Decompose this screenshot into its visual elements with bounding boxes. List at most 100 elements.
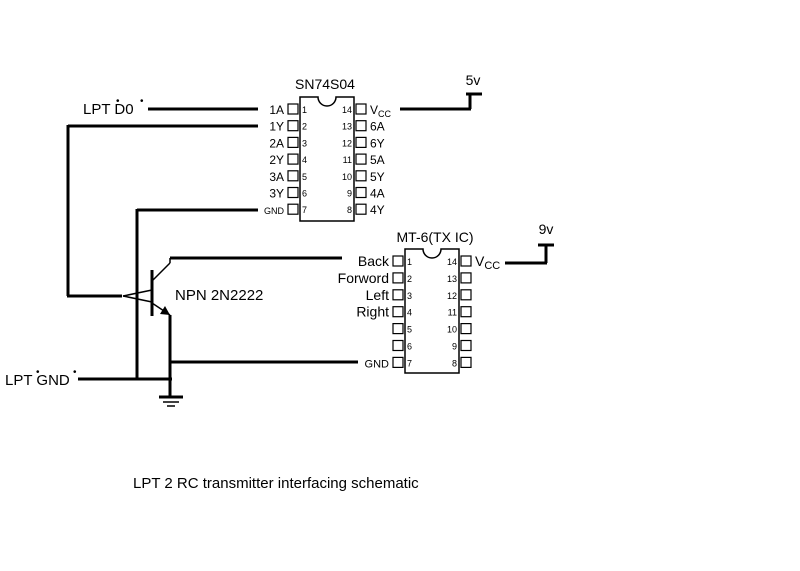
ic1-pin-14-box [355,103,367,115]
lpt-gnd-label: LPT GND [5,372,70,389]
ic1-pin-12-box [355,136,367,148]
ic2-pin-num: 2 [407,274,412,284]
ic1-pin-num: 14 [342,105,352,115]
ic2-pin-num: 1 [407,257,412,267]
lpt-d0: LPT D0 • • [83,96,258,118]
ic1-pin-4-box [287,153,299,165]
ic1-pin-3-box [287,136,299,148]
ic2-pin-5-box [392,323,404,335]
supply-5v: 5v [400,72,482,111]
ic2-pin-num: 9 [452,342,457,352]
supply-5v-label: 5v [466,72,481,88]
lpt-gnd-dot-2: • [73,367,77,378]
ic2-pin-12-box [460,289,472,301]
ic1-pin-label: 6Y [370,136,385,150]
ic1-pin-label: VCC [370,103,392,119]
ic2-pin-9-box [460,339,472,352]
ic2-pin-num: 13 [447,274,457,284]
ic2-pin-13-box [460,272,472,284]
ic1-pin-num: 12 [342,138,352,148]
transistor-label: NPN 2N2222 [175,287,263,304]
ic1-pin-5-box [287,170,299,182]
ic2-pin-label: VCC [475,253,500,272]
ic1-pin-num: 1 [302,105,307,115]
ic1-pin-label: 1A [269,103,284,117]
ic1-pin-11-box [355,153,367,165]
ic2-left-pins: 1 Back 2 Forword 3 Left 4 Right 5 6 7 GND [338,253,412,370]
wiring [66,124,358,396]
ic1-pin-num: 9 [347,189,352,199]
ic2-pin-11-box [460,306,472,318]
ic2-pin-num: 7 [407,358,412,368]
ic2-right-pins: 14 VCC 13 12 11 10 9 8 [447,253,500,368]
ic2-pin-3-box [392,289,404,301]
ic1-pin-1-box [287,103,299,115]
ic1-pin-9-box [355,186,367,199]
ic1-pin-num: 10 [342,172,352,182]
caption: LPT 2 RC transmitter interfacing schemat… [133,475,419,492]
ic2-pin-label: Back [358,253,390,269]
ic1-pin-6-box [287,186,299,199]
ic1-pin-num: 11 [343,155,352,165]
ic1-pin-num: 13 [342,122,352,132]
ic2-pin-label: Forword [338,270,389,286]
ic1-pin-num: 5 [302,172,307,182]
ic1-pin-label: 4Y [370,203,385,217]
ic2-title: MT-6(TX IC) [397,229,474,245]
ic1-pin-label: 2A [269,136,284,150]
ic1-title: SN74S04 [295,76,355,92]
ic1-pin-label: 3Y [269,187,284,201]
ic2-pin-10-box [460,323,472,335]
ic1-pin-num: 8 [347,205,352,215]
lpt-d0-label: LPT D0 [83,101,134,118]
ic1-pin-10-box [355,170,367,182]
lpt-gnd-dot-1: • [36,367,40,378]
ic1-pin-label: 6A [370,120,385,134]
ic1-pin-label: 4A [370,187,385,201]
ic1-pin-7-box [287,203,299,215]
ic1-pin-num: 6 [302,189,307,199]
emitter-arrow-icon [160,306,170,315]
ic1-pin-label: 1Y [269,120,284,134]
ic2-pin-7-box [392,356,404,368]
ic1-pin-label: 5Y [370,170,385,184]
ic1-pin-2-box [287,120,299,132]
ic1-pin-label: 2Y [269,153,284,167]
ic2-pin-num: 4 [407,308,412,318]
ic1-pin-label: 5A [370,153,385,167]
ic2-pin-8-box [460,356,472,368]
ic1-right-pins: 14 VCC 13 6A 12 6Y 11 5A 10 5Y 9 4A 8 4Y [342,103,392,217]
ic2-pin-label: Right [356,304,389,320]
ic2-pin-2-box [392,272,404,284]
ic1-pin-num: 3 [302,138,307,148]
lpt-gnd: LPT GND • • [5,367,172,389]
supply-9v-label: 9v [539,221,554,237]
ic2-pin-label: Left [366,287,389,303]
supply-9v: 9v [505,221,554,265]
ic2-pin-num: 14 [447,257,457,267]
ic1-pin-label: 3A [269,170,284,184]
ic2-pin-num: 11 [448,308,457,318]
ic2-pin-num: 5 [407,325,412,335]
ic2-pin-label: GND [365,358,390,370]
ic1-pin-num: 7 [302,205,307,215]
lpt-d0-dot-1: • [116,96,120,107]
ic2-pin-num: 3 [407,291,412,301]
ic2-pin-num: 6 [407,342,412,352]
ic2-pin-num: 12 [447,291,457,301]
ic2-pin-num: 10 [447,325,457,335]
ic2-pin-1-box [392,255,404,267]
ic1-pin-num: 2 [302,122,307,132]
npn-transistor: NPN 2N2222 [122,258,263,316]
ic2-pin-6-box [392,339,404,352]
ic1-body [299,96,355,222]
ic1-pin-8-box [355,203,367,215]
ic1-pin-13-box [355,120,367,132]
ic2-pin-4-box [392,306,404,318]
ic2-pin-num: 8 [452,358,457,368]
ic1-pin-label: GND [264,206,285,216]
